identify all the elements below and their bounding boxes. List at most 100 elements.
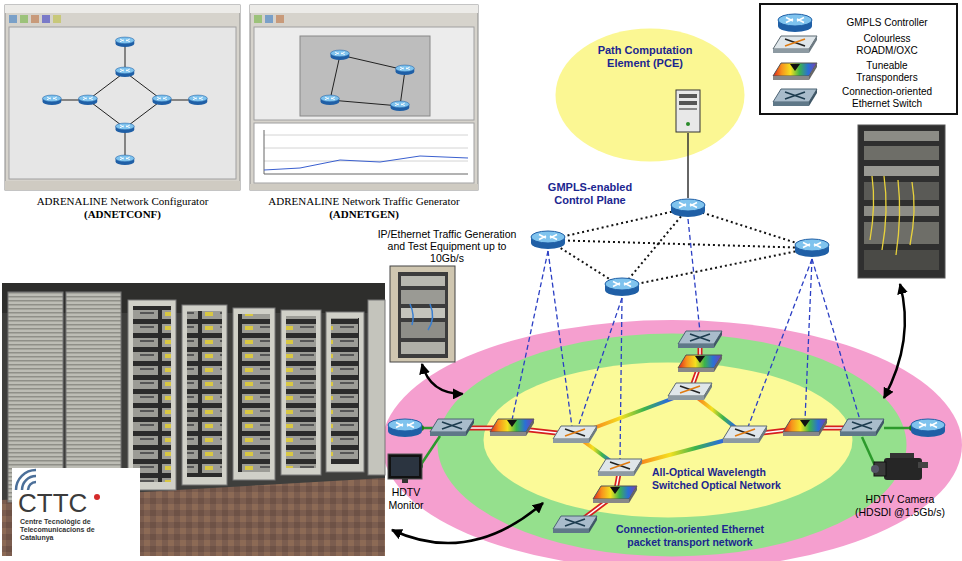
monitor-icon <box>402 479 408 483</box>
traffic-generator-screenshot <box>264 174 468 175</box>
rack-photo <box>864 206 939 216</box>
control-plane-link <box>688 208 812 248</box>
optical-network-region: All-Optical Wavelength Switched Optical … <box>483 362 853 518</box>
pce-ellipse: Path Computation Element (PCE) <box>555 28 745 162</box>
rack-photo <box>864 166 939 176</box>
test-equipment-photo <box>410 304 433 330</box>
control-link <box>512 219 860 460</box>
logo-arcs <box>16 470 36 490</box>
configurator-screenshot <box>53 15 61 23</box>
control-plane-link <box>548 208 812 287</box>
network-device <box>490 419 534 436</box>
network-device <box>598 459 642 476</box>
rack-photo <box>864 250 939 270</box>
lab-photo <box>331 318 359 464</box>
monitor-icon <box>388 454 422 479</box>
optical-network-region-outline <box>484 363 853 518</box>
configurator-screenshot <box>5 5 240 190</box>
control-plane-link <box>622 248 812 287</box>
camera-icon <box>918 462 928 468</box>
traffic-generator-screenshot <box>254 123 474 183</box>
legend-entry: GMPLS Controller <box>835 17 939 29</box>
legend-box <box>773 36 817 53</box>
network-device <box>668 383 712 400</box>
node-text: Path Computation Element (PCE) <box>580 44 710 70</box>
configurator-screenshot <box>20 15 28 23</box>
test-equipment-photo <box>401 342 445 354</box>
screenshot-panel: ADRENALINE Network Traffic Generator(ADN… <box>250 5 478 227</box>
configurator-screenshot <box>189 95 208 105</box>
test-equipment-photo <box>401 322 445 338</box>
traffic-generator-screenshot <box>391 101 410 111</box>
test-equipment-photo <box>401 276 445 286</box>
traffic-generator-screenshot <box>331 50 350 60</box>
traffic-generator-screenshot <box>264 148 468 149</box>
optical-link <box>575 392 745 468</box>
configurator-screenshot <box>116 123 135 133</box>
control-link <box>620 298 622 460</box>
traffic-generator-screenshot <box>300 36 430 116</box>
configurator-screenshot <box>79 95 98 105</box>
network-device <box>678 355 722 372</box>
traffic-generator-screenshot <box>330 55 405 106</box>
traffic-generator-screenshot <box>396 65 415 75</box>
lab-photo <box>2 283 385 556</box>
traffic-generator-screenshot <box>264 130 265 174</box>
pce-server <box>679 108 697 110</box>
traffic-generator-screenshot <box>321 95 340 105</box>
lab-photo <box>326 312 364 472</box>
test-equipment-panel: IP/Ethernet Traffic Generation and Test … <box>372 228 522 362</box>
rack-photo <box>858 125 945 278</box>
control-plane-link <box>548 208 688 240</box>
legend-box <box>773 89 817 106</box>
network-device <box>553 426 597 443</box>
control-link <box>812 259 860 420</box>
traffic-generator-screenshot <box>330 100 400 106</box>
gmpls-controller <box>388 419 422 437</box>
traffic-generator-screenshot <box>264 156 468 170</box>
legend-text: GMPLS Controller <box>835 17 939 29</box>
configurator-screenshot <box>116 67 135 77</box>
traffic-generator-screenshot <box>265 15 273 23</box>
node-text: Centre Tecnològic de Telecomunicacions d… <box>20 518 105 542</box>
control-link <box>512 251 548 420</box>
node-text: (ADNETCONF) <box>5 208 240 221</box>
client-link <box>884 427 912 430</box>
lab-photo <box>187 311 222 477</box>
rack-photo <box>864 131 939 141</box>
logo-arcs <box>16 470 36 490</box>
pce-server <box>676 90 700 132</box>
pce-ellipse-outline <box>556 29 745 162</box>
logo-mark <box>94 494 100 500</box>
control-plane-label: GMPLS-enabled Control Plane <box>540 181 640 207</box>
ethernet-link <box>452 340 862 525</box>
node-text: All-Optical Wavelength Switched Optical … <box>652 466 802 492</box>
configurator-screenshot <box>116 37 135 47</box>
test-equipment-photo <box>401 308 445 318</box>
network-device <box>593 486 637 503</box>
logo-arcs <box>28 482 36 490</box>
camera-icon <box>871 465 879 473</box>
node-text: ADRENALINE Network Configurator <box>5 195 240 208</box>
node-text: (ADNETGEN) <box>250 208 478 221</box>
traffic-generator-screenshot <box>250 5 478 13</box>
device-label: HDTV Monitor <box>378 486 434 512</box>
traffic-generator-screenshot <box>254 27 474 120</box>
control-plane-label-box: GMPLS-enabled Control Plane <box>540 181 640 207</box>
control-link <box>548 251 572 427</box>
lab-photo <box>368 300 385 475</box>
lab-photo <box>281 310 321 475</box>
network-device <box>430 331 884 533</box>
legend-text: Connection-oriented Ethernet Switch <box>835 86 939 110</box>
rack-photo <box>858 125 945 278</box>
traffic-generator-screenshot <box>340 55 405 70</box>
gmpls-controller <box>605 278 639 296</box>
lab-photo <box>233 308 275 480</box>
device-label-box: HDTV Camera (HDSDI @1.5Gb/s) <box>852 493 948 519</box>
network-region <box>382 320 962 561</box>
configurator-screenshot <box>42 15 50 23</box>
